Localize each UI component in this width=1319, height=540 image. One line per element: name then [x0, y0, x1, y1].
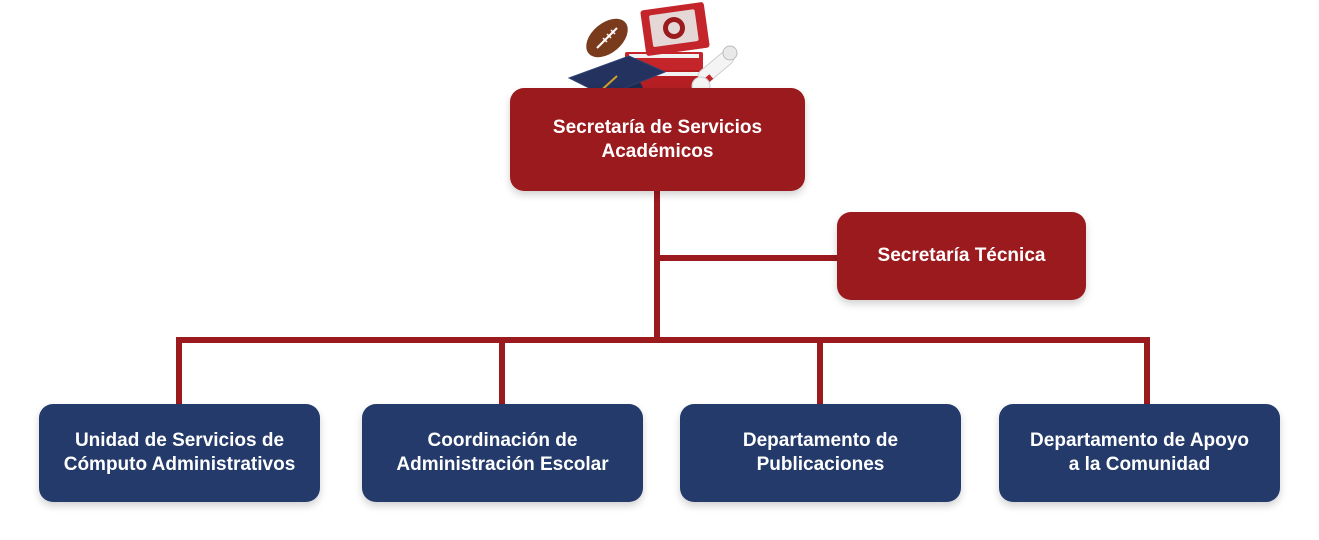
- org-node-child-3-label: Departamento de Publicaciones: [742, 430, 899, 475]
- org-node-child-1-label: Unidad de Servicios de Cómputo Administr…: [63, 430, 296, 475]
- org-node-secretaria-tecnica: Secretaría Técnica: [837, 212, 1086, 300]
- org-node-child-2: Coordinación de Administración Escolar: [362, 404, 643, 502]
- org-node-child-4-label: Departamento de Apoyo a la Comunidad: [1030, 430, 1249, 475]
- org-node-child-3: Departamento de Publicaciones: [680, 404, 961, 502]
- org-node-child-4: Departamento de Apoyo a la Comunidad: [999, 404, 1280, 502]
- org-node-child-2-label: Coordinación de Administración Escolar: [396, 430, 609, 475]
- org-node-root-label: Secretaría de Servicios Académicos: [552, 116, 763, 162]
- org-node-child-1: Unidad de Servicios de Cómputo Administr…: [39, 404, 320, 502]
- org-node-root: Secretaría de Servicios Académicos: [510, 88, 805, 191]
- football-icon: [586, 18, 628, 58]
- org-node-secretaria-tecnica-label: Secretaría Técnica: [877, 245, 1046, 266]
